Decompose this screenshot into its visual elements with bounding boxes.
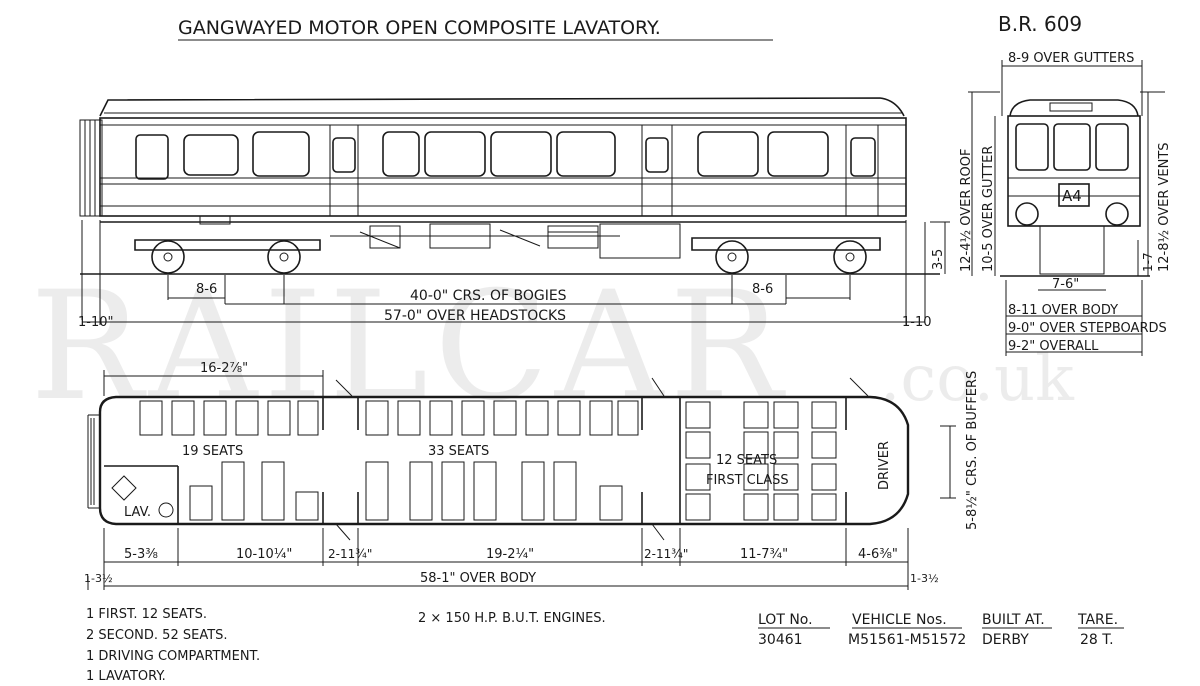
end-over-body: 8-11 OVER BODY <box>1008 303 1118 318</box>
watermark-suffix: .co.uk <box>880 342 1075 416</box>
end-over-vents: 12-8½ OVER VENTS <box>1157 142 1172 272</box>
end-view <box>968 60 1165 356</box>
end-over-gutters: 8-9 OVER GUTTERS <box>1008 51 1134 66</box>
end-headcode: A4 <box>1062 187 1082 205</box>
plan-label-33-seats: 33 SEATS <box>428 444 489 459</box>
plan-label-first-seats: 12 SEATS <box>716 453 777 468</box>
dim-bogie-left: 8-6 <box>196 282 217 297</box>
watermark-main: RAILCAR <box>30 260 788 434</box>
end-over-roof: 12-4½ OVER ROOF <box>959 149 974 273</box>
table-value-built: DERBY <box>982 632 1029 648</box>
plan-dim-right-small: 1-3½ <box>910 572 939 585</box>
dim-bogie-right: 8-6 <box>752 282 773 297</box>
plan-dim-5: 2-11¾" <box>644 547 688 561</box>
end-over-stepboards: 9-0" OVER STEPBOARDS <box>1008 321 1167 336</box>
note-second: 2 SECOND. 52 SEATS. <box>86 628 228 643</box>
note-lavatory: 1 LAVATORY. <box>86 669 166 684</box>
plan-dim-6: 11-7¾" <box>740 547 788 562</box>
dim-bogie-centres: 40-0" CRS. OF BOGIES <box>410 288 567 304</box>
plan-buffers: 5-8½" CRS. OF BUFFERS <box>965 371 980 530</box>
dim-end-left: 1-10" <box>78 315 113 330</box>
table-value-vehicle: M51561-M51572 <box>848 632 966 648</box>
plan-dim-left-small: 1-3½ <box>84 572 113 585</box>
table-header-vehicle: VEHICLE Nos. <box>852 612 947 628</box>
dim-end-right: 1-10 <box>902 315 932 330</box>
note-driving: 1 DRIVING COMPARTMENT. <box>86 649 260 664</box>
dim-headstocks: 57-0" OVER HEADSTOCKS <box>384 308 566 324</box>
plan-label-19-seats: 19 SEATS <box>182 444 243 459</box>
end-side-height: 1-7 <box>1141 252 1155 272</box>
diagram-title: GANGWAYED MOTOR OPEN COMPOSITE LAVATORY. <box>178 17 661 39</box>
table-value-tare: 28 T. <box>1080 632 1114 648</box>
table-header-lot: LOT No. <box>758 612 813 628</box>
plan-saloon-dim: 16-2⅞" <box>200 361 248 376</box>
plan-dim-3: 2-11¾" <box>328 547 372 561</box>
table-header-built: BUILT AT. <box>982 612 1045 628</box>
table-header-tare: TARE. <box>1077 612 1118 628</box>
plan-dim-1: 5-3⅜ <box>124 547 158 562</box>
vehicle-table: LOT No. VEHICLE Nos. BUILT AT. TARE. 304… <box>758 612 1124 648</box>
note-engines: 2 × 150 H.P. B.U.T. ENGINES. <box>418 611 606 626</box>
plan-dim-7: 4-6⅜" <box>858 547 898 562</box>
plan-over-body: 58-1" OVER BODY <box>420 571 536 586</box>
plan-label-lav: LAV. <box>124 505 151 520</box>
plan-label-first-class: FIRST CLASS <box>706 473 789 488</box>
end-overall: 9-2" OVERALL <box>1008 339 1099 354</box>
plan-label-driver: DRIVER <box>877 441 892 490</box>
end-over-gutter: 10-5 OVER GUTTER <box>981 146 996 272</box>
diagram-reference: B.R. 609 <box>998 12 1082 36</box>
side-elevation <box>79 97 950 325</box>
end-track-gauge: 7-6" <box>1052 277 1079 292</box>
note-first: 1 FIRST. 12 SEATS. <box>86 607 207 622</box>
plan-dim-2: 10-10¼" <box>236 547 292 562</box>
dim-floor-height: 3-5 <box>931 249 946 270</box>
plan-dim-4: 19-2¼" <box>486 547 534 562</box>
table-value-lot: 30461 <box>758 632 803 648</box>
plan-view <box>87 370 956 590</box>
